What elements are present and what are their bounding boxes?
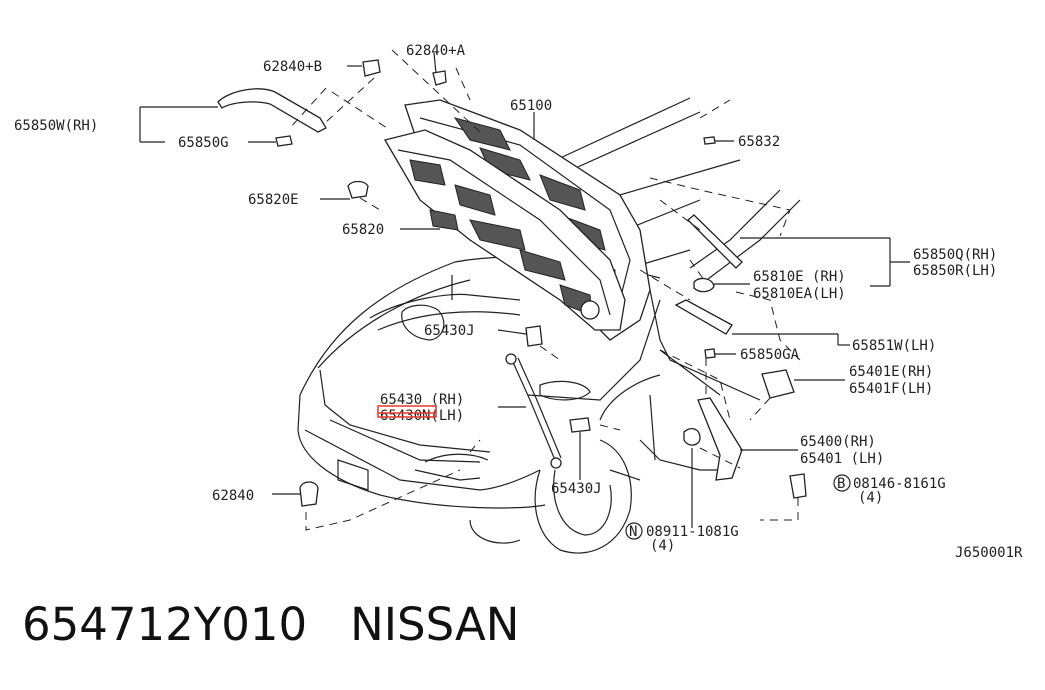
label-65430n-prefix[interactable]: 65430 xyxy=(380,408,422,424)
label-08911-marker: N xyxy=(629,524,637,540)
hood-assembly xyxy=(384,99,651,341)
highlight-box xyxy=(377,405,437,418)
label-65810ea[interactable]: 65810EA(LH) xyxy=(753,286,846,302)
part-labels: 62840+B 62840+A 65850W(RH) 65850G 65100 … xyxy=(14,43,1023,561)
label-65820[interactable]: 65820 xyxy=(342,222,384,238)
brand-name: NISSAN xyxy=(350,598,520,651)
part-number: 654712Y010 xyxy=(22,598,308,651)
label-65401e[interactable]: 65401E(RH) xyxy=(849,364,933,380)
label-65850w[interactable]: 65850W(RH) xyxy=(14,118,98,134)
label-62840-a[interactable]: 62840+A xyxy=(406,43,466,59)
marker-b-circle xyxy=(833,474,851,492)
label-08146-marker: B xyxy=(837,476,845,492)
label-65430n-suffix[interactable]: N(LH) xyxy=(422,408,464,424)
label-65100[interactable]: 65100 xyxy=(510,98,552,114)
label-65850g[interactable]: 65850G xyxy=(178,135,229,151)
label-65850ga[interactable]: 65850GA xyxy=(740,347,800,363)
label-65430j-bottom[interactable]: 65430J xyxy=(551,481,602,497)
label-65850q[interactable]: 65850Q(RH) xyxy=(913,247,997,263)
diagram-code: J650001R xyxy=(955,545,1023,561)
label-65851w[interactable]: 65851W(LH) xyxy=(852,338,936,354)
label-08146[interactable]: 08146-8161G xyxy=(853,476,946,492)
label-65832[interactable]: 65832 xyxy=(738,134,780,150)
label-08911[interactable]: 08911-1081G xyxy=(646,524,739,540)
small-parts xyxy=(217,59,807,507)
label-65850r[interactable]: 65850R(LH) xyxy=(913,263,997,279)
label-65401f[interactable]: 65401F(LH) xyxy=(849,381,933,397)
label-08911-qty: (4) xyxy=(650,538,675,554)
footer-caption: 654712Y010 NISSAN xyxy=(22,598,519,651)
label-65430j-top[interactable]: 65430J xyxy=(424,323,475,339)
leader-lines xyxy=(139,49,910,531)
label-62840[interactable]: 62840 xyxy=(212,488,254,504)
label-65401[interactable]: 65401 (LH) xyxy=(800,451,884,467)
label-65820e[interactable]: 65820E xyxy=(248,192,299,208)
label-62840-b[interactable]: 62840+B xyxy=(263,59,322,75)
label-65400[interactable]: 65400(RH) xyxy=(800,434,876,450)
label-65430-rh[interactable]: 65430 (RH) xyxy=(380,392,464,408)
label-08146-qty: (4) xyxy=(858,490,883,506)
marker-n-circle xyxy=(625,522,643,540)
car-body xyxy=(297,97,801,554)
label-65810e[interactable]: 65810E (RH) xyxy=(753,269,846,285)
